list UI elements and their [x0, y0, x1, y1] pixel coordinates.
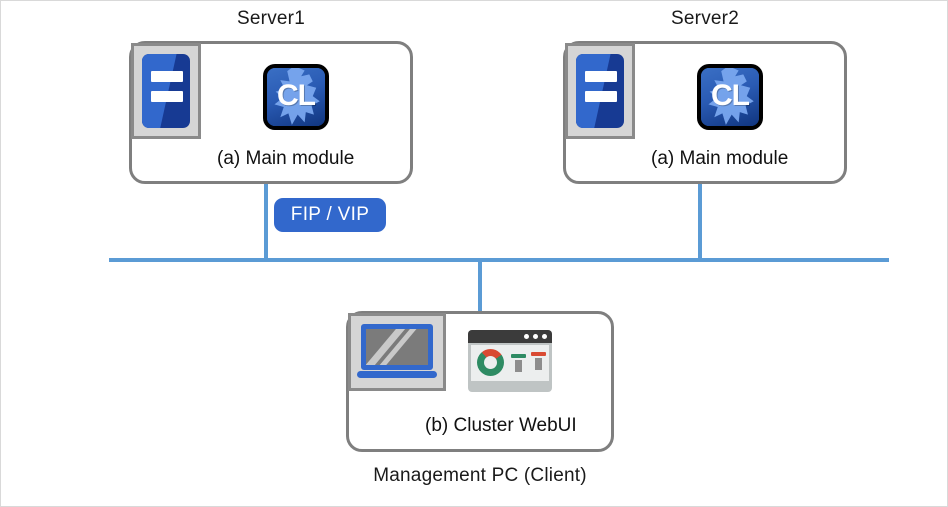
server-rack-icon [131, 43, 201, 139]
fip-vip-badge: FIP / VIP [274, 198, 386, 232]
bar-stem-1 [515, 360, 522, 372]
server-slot-bar-1 [151, 71, 183, 82]
cl-icon-label: CL [277, 79, 316, 112]
clusterpro-cl-icon: CL [263, 64, 329, 130]
server-chassis [576, 54, 624, 128]
client-network-drop-line [478, 258, 482, 312]
bar-stem-2 [535, 358, 542, 370]
browser-page-body [471, 345, 549, 381]
browser-dashboard-icon [468, 330, 552, 392]
cl-icon-label: CL [711, 79, 750, 112]
server1-module-label: (a) Main module [217, 148, 355, 169]
browser-dot-2 [533, 334, 538, 339]
management-pc-box: (b) Cluster WebUI [346, 311, 614, 452]
browser-titlebar [468, 330, 552, 343]
server2-title: Server2 [671, 8, 739, 29]
server-slot-bar-1 [585, 71, 617, 82]
browser-dot-3 [542, 334, 547, 339]
server1-title: Server1 [237, 8, 305, 29]
laptop-icon [348, 313, 446, 391]
server1-box: CL (a) Main module [129, 41, 413, 184]
laptop-screen [361, 324, 433, 370]
donut-chart-icon [477, 349, 504, 376]
browser-dot-1 [524, 334, 529, 339]
clusterpro-cl-icon: CL [697, 64, 763, 130]
bar-cap-red [531, 352, 546, 356]
server-rack-icon [565, 43, 635, 139]
server2-module-label: (a) Main module [651, 148, 789, 169]
server-slot-bar-2 [151, 91, 183, 102]
server2-box: CL (a) Main module [563, 41, 847, 184]
bar-cap-green [511, 354, 526, 358]
server-chassis [142, 54, 190, 128]
laptop-base [357, 371, 437, 378]
cluster-webui-label: (b) Cluster WebUI [425, 415, 577, 436]
server-slot-bar-2 [585, 91, 617, 102]
server1-network-drop-line [264, 184, 268, 260]
management-pc-title: Management PC (Client) [373, 465, 587, 486]
network-bus-line [109, 258, 889, 262]
server2-network-drop-line [698, 184, 702, 260]
